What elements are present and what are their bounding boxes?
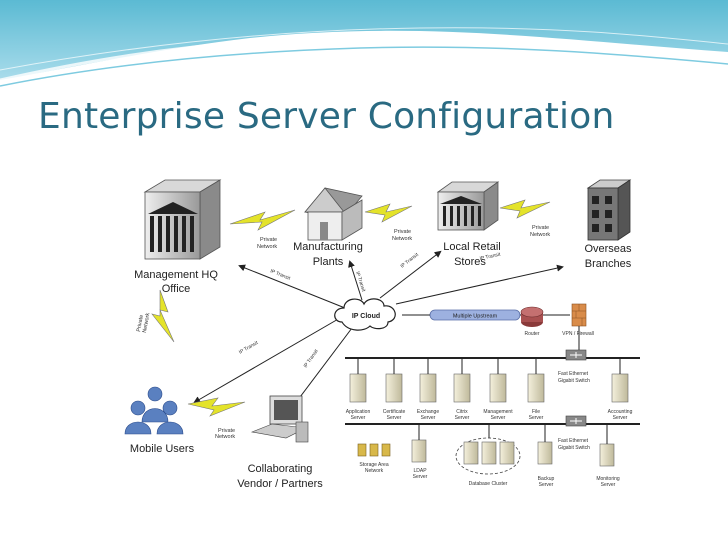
server-icon [411, 439, 427, 463]
server-icon [385, 373, 403, 403]
switch-label: Fast Ethernet [558, 438, 589, 444]
server-label: Application [346, 409, 371, 415]
plants-label: Manufacturing [293, 241, 363, 253]
server-icon [453, 373, 471, 403]
storage-area-network-icon [357, 443, 391, 457]
server-icon [599, 443, 615, 467]
lightning-bolt-icon [364, 203, 413, 223]
server-label: LDAP [413, 468, 427, 474]
server-label: File [532, 409, 540, 415]
server-row [349, 373, 629, 403]
private-network-label: Network [392, 236, 412, 242]
store-building-icon [436, 181, 500, 231]
server-label: Network [365, 468, 384, 474]
server-label: Monitoring [596, 476, 620, 482]
header-swoosh [0, 0, 728, 87]
ip-transit-links [193, 250, 564, 419]
private-network-label: Private [136, 314, 145, 332]
retail-label: Local Retail [443, 241, 500, 253]
server-label: Server [455, 415, 470, 421]
server-label: Server [539, 482, 554, 488]
lightning-bolt-icon [499, 199, 551, 219]
lightning-bolt-icon [229, 209, 296, 231]
switch-label: Fast Ethernet [558, 371, 589, 377]
private-network-bolts [151, 199, 551, 417]
server-icon [611, 373, 629, 403]
database-cluster-icon [455, 437, 521, 475]
server-label: Server [421, 415, 436, 421]
vendor-label-2: Vendor / Partners [237, 478, 323, 490]
private-network-label: Network [215, 434, 235, 440]
switch-icon [565, 415, 587, 427]
server-label: Server [601, 482, 616, 488]
upstream-label: Multiple Upstream [453, 314, 498, 320]
server-icon [489, 373, 507, 403]
server-icon [419, 373, 437, 403]
slide-title: Enterprise Server Configuration [38, 96, 615, 137]
private-network-label: Network [142, 312, 151, 333]
ip-transit-label: IP Transit [238, 340, 260, 356]
server-label: Citrix [456, 409, 468, 415]
retail-label-2: Stores [454, 256, 486, 268]
hq-building-icon [143, 179, 222, 260]
private-network-label: Private [394, 229, 411, 235]
server-label: Server [351, 415, 366, 421]
plants-label-2: Plants [313, 256, 344, 268]
server-label: Exchange [417, 409, 439, 415]
overseas-label-2: Branches [585, 258, 632, 270]
ip-cloud-label: IP Cloud [352, 313, 380, 320]
router-icon [520, 306, 544, 327]
switch-label: Gigabit Switch [558, 445, 590, 451]
vendor-label: Collaborating [248, 463, 313, 475]
firewall-label: VPN / Firewall [562, 331, 594, 337]
branch-building-icon [586, 179, 632, 241]
server-icon [349, 373, 367, 403]
private-network-label: Private [218, 428, 235, 434]
firewall-icon [571, 303, 587, 327]
server-label: Server [413, 474, 428, 480]
private-network-label: Network [257, 244, 277, 250]
server-label: Server [387, 415, 402, 421]
users-group-icon [124, 386, 184, 435]
server-label: Storage Area [359, 462, 388, 468]
server-label: Server [529, 415, 544, 421]
ip-transit-label: IP Transit [303, 348, 320, 369]
hq-label-2: Office [162, 283, 191, 295]
switch-icon [565, 349, 587, 361]
ip-transit-label: IP Transit [479, 252, 501, 262]
server-label: Management [483, 409, 513, 415]
server-label: Backup [538, 476, 555, 482]
server-label: Certificate [383, 409, 406, 415]
mobile-users-label: Mobile Users [130, 443, 195, 455]
computer-icon [250, 395, 309, 443]
lightning-bolt-icon [187, 397, 246, 417]
server-icon [537, 441, 553, 465]
server-label: Server [491, 415, 506, 421]
private-network-label: Network [530, 232, 550, 238]
private-network-label: Private [260, 237, 277, 243]
server-label: Accounting [608, 409, 633, 415]
private-network-label: Private [532, 225, 549, 231]
house-icon [304, 187, 363, 241]
switch-label: Gigabit Switch [558, 378, 590, 384]
network-diagram: Management HQ Office Manufacturing Plant… [124, 179, 640, 490]
overseas-label: Overseas [584, 243, 632, 255]
ip-transit-label: IP Transit [269, 268, 291, 282]
server-label: Server [613, 415, 628, 421]
router-label: Router [524, 331, 539, 337]
server-label: Database Cluster [469, 481, 508, 487]
ip-cloud-icon [334, 298, 396, 331]
ip-transit-label: IP Transit [400, 252, 421, 270]
server-icon [527, 373, 545, 403]
lightning-bolt-icon [151, 289, 175, 343]
hq-label: Management HQ [134, 269, 218, 281]
